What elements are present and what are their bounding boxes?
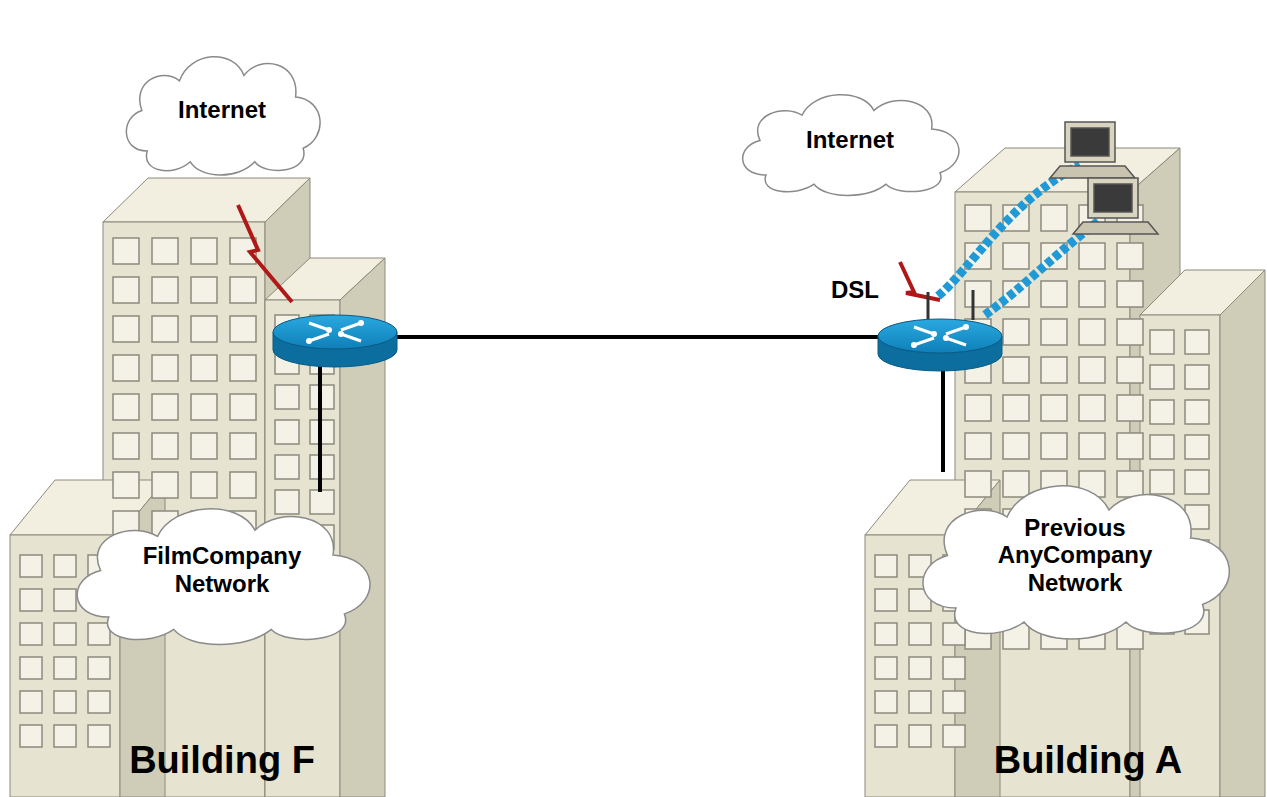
wan-link <box>238 205 292 302</box>
pc-icon <box>1073 178 1158 234</box>
cloud-label: FilmCompany Network <box>127 542 317 597</box>
cloud-node: FilmCompany Network <box>60 493 385 648</box>
building-f <box>10 178 385 797</box>
cloud-node: Internet <box>730 83 970 198</box>
wan-link <box>900 262 940 300</box>
cloud-label: Internet <box>806 126 894 154</box>
cloud-node: Previous AnyCompany Network <box>905 468 1245 643</box>
router-symbol <box>878 319 1002 371</box>
link-type-label: DSL <box>831 276 879 304</box>
cloud-label: Internet <box>178 96 266 124</box>
antenna <box>927 292 930 320</box>
inter-building-link <box>395 335 880 339</box>
antenna <box>972 290 975 320</box>
pc-icon <box>1050 122 1135 178</box>
building-label: Building A <box>994 739 1183 782</box>
lan-link <box>318 360 322 492</box>
router-symbol <box>273 315 397 367</box>
cloud-node: Internet <box>115 43 330 178</box>
building-label: Building F <box>129 739 315 782</box>
coiled-cable <box>938 165 1080 296</box>
building-a <box>865 148 1265 797</box>
lan-link <box>941 365 945 472</box>
window-grid <box>20 205 1209 747</box>
cloud-label: Previous AnyCompany Network <box>975 514 1175 597</box>
